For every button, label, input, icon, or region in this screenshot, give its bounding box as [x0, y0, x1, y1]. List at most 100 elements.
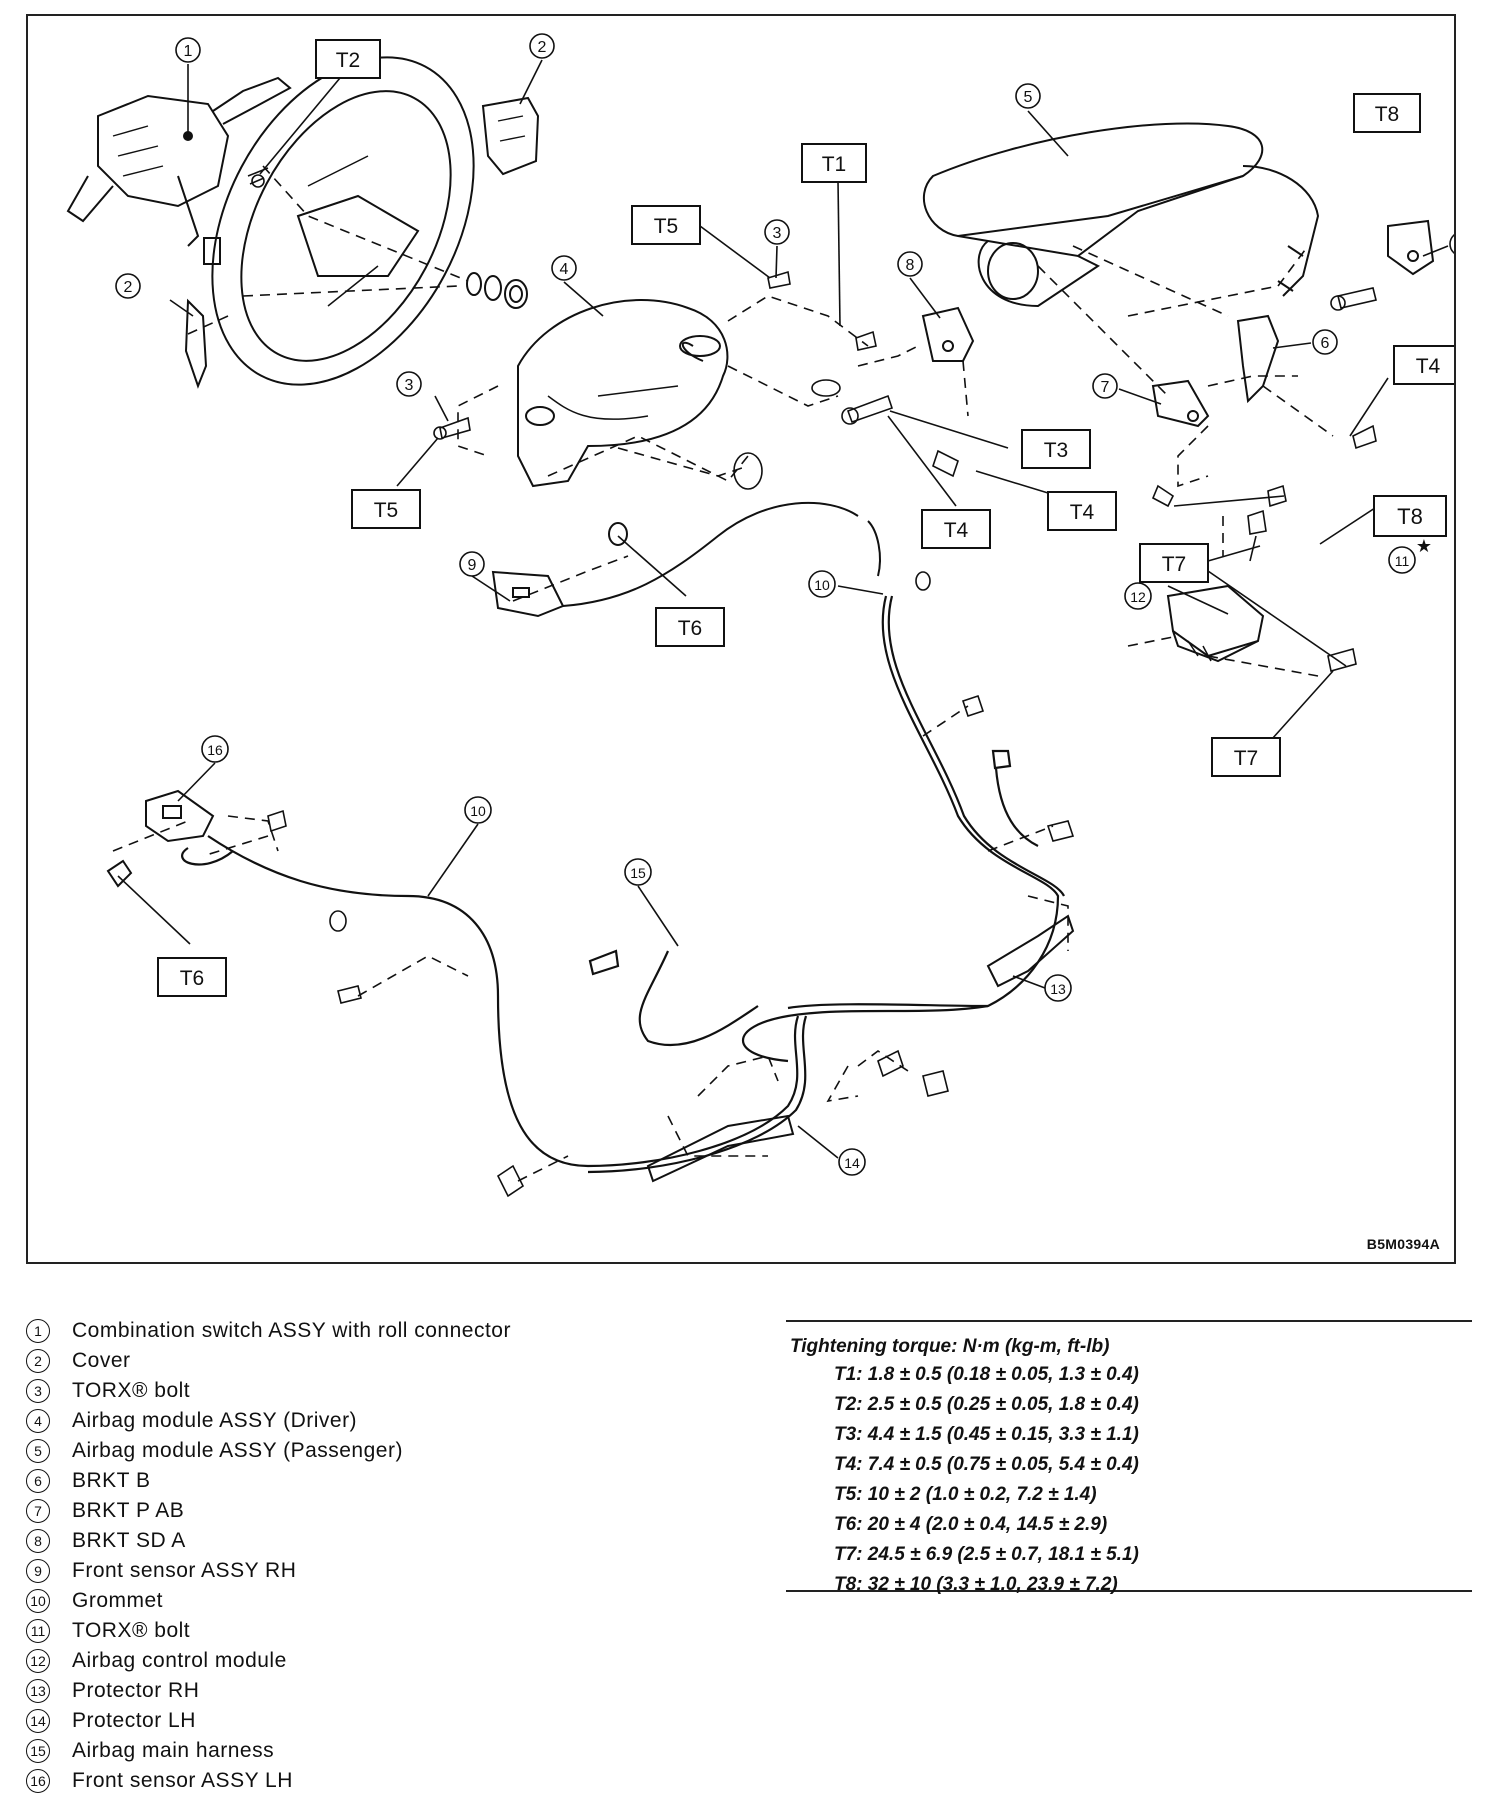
callout-7-middle: 7 [1101, 379, 1110, 396]
legend-number: 12 [26, 1649, 50, 1673]
front-sensor-lh-part [106, 789, 215, 888]
torque-row: T3: 4.4 ± 1.5 (0.45 ± 0.15, 3.3 ± 1.1) [834, 1424, 1139, 1445]
brkt-p-ab-part-right [1387, 219, 1435, 276]
tbox-t7-top: T7 [1162, 553, 1187, 576]
legend-number: 9 [26, 1559, 50, 1583]
legend-item: 14 Protector LH [26, 1706, 746, 1736]
legend-item: 11 TORX® bolt [26, 1616, 746, 1646]
callout-11-star: ★ [1416, 536, 1432, 556]
legend-number: 6 [26, 1469, 50, 1493]
tbox-t8-top: T8 [1375, 103, 1400, 126]
protector-lh-part [646, 1114, 795, 1183]
callout-14: 14 [844, 1155, 860, 1171]
callout-6: 6 [1321, 335, 1330, 352]
legend-text: Protector LH [72, 1709, 196, 1732]
legend-item: 13 Protector RH [26, 1676, 746, 1706]
torque-title: Tightening torque: N·m (kg-m, ft-lb) [790, 1336, 1110, 1357]
legend-text: Cover [72, 1349, 131, 1372]
legend-text: BRKT SD A [72, 1529, 186, 1552]
callout-3-top: 3 [773, 225, 782, 242]
legend-text: TORX® bolt [72, 1619, 191, 1642]
legend-item: 6 BRKT B [26, 1466, 746, 1496]
legend-text: Front sensor ASSY LH [72, 1769, 293, 1792]
torque-row: T7: 24.5 ± 6.9 (2.5 ± 0.7, 18.1 ± 5.1) [834, 1544, 1139, 1565]
legend-number: 15 [26, 1739, 50, 1763]
passenger-airbag-module-part [922, 122, 1320, 308]
driver-airbag-module-part [517, 299, 729, 488]
legend-item: 15 Airbag main harness [26, 1736, 746, 1766]
legend-text: Grommet [72, 1589, 164, 1612]
cover-part-lower [184, 298, 208, 389]
callout-9: 9 [468, 557, 477, 574]
legend-number: 10 [26, 1589, 50, 1613]
steering-wheel-part [211, 56, 528, 386]
legend-text: BRKT B [72, 1469, 151, 1492]
callout-10-top: 10 [814, 577, 830, 593]
tbox-t6-lower: T6 [180, 967, 205, 990]
tbox-t6-top: T6 [678, 617, 703, 640]
tbox-t5-top: T5 [654, 215, 679, 238]
legend-number: 3 [26, 1379, 50, 1403]
leader-lines [117, 59, 1449, 1159]
torque-row: T1: 1.8 ± 0.5 (0.18 ± 0.05, 1.3 ± 0.4) [834, 1364, 1139, 1385]
legend-number: 8 [26, 1529, 50, 1553]
callout-10-lower: 10 [470, 803, 486, 819]
torque-box-labels: T2 T1 T5 T8 T4 T3 T5 T4 T4 T8 T7 T6 T7 T… [157, 39, 1454, 997]
fasteners [247, 167, 1377, 1198]
legend-text: Airbag main harness [72, 1739, 275, 1762]
legend-number: 13 [26, 1679, 50, 1703]
legend-item: 9 Front sensor ASSY RH [26, 1556, 746, 1586]
front-sensor-rh-part [491, 501, 881, 618]
tbox-t3: T3 [1044, 439, 1069, 462]
torque-row: T4: 7.4 ± 0.5 (0.75 ± 0.05, 5.4 ± 0.4) [834, 1454, 1139, 1475]
tbox-t7-lower: T7 [1234, 747, 1259, 770]
legend-number: 2 [26, 1349, 50, 1373]
legend-number: 5 [26, 1439, 50, 1463]
callout-13: 13 [1050, 981, 1066, 997]
legend-number: 11 [26, 1619, 50, 1643]
callout-2-top: 2 [538, 39, 547, 56]
diagram-drawing: T2 T1 T5 T8 T4 T3 T5 T4 T4 T8 T7 T6 T7 T… [66, 33, 1454, 1198]
legend-item: 3 TORX® bolt [26, 1376, 746, 1406]
airbag-control-module-part [1166, 584, 1265, 663]
exploded-diagram: T2 T1 T5 T8 T4 T3 T5 T4 T4 T8 T7 T6 T7 T… [26, 14, 1456, 1264]
callout-2-left: 2 [124, 279, 133, 296]
legend-text: Airbag control module [72, 1649, 287, 1672]
legend-text: TORX® bolt [72, 1379, 191, 1402]
legend-text: Combination switch ASSY with roll connec… [72, 1319, 511, 1342]
callout-3-left: 3 [405, 377, 414, 394]
tbox-t8-lower: T8 [1397, 504, 1423, 529]
callout-11: 11 [1395, 553, 1410, 569]
legend-text: Front sensor ASSY RH [72, 1559, 297, 1582]
torque-specifications: Tightening torque: N·m (kg-m, ft-lb) T1:… [786, 1320, 1472, 1595]
callout-8: 8 [906, 257, 915, 274]
tbox-t5-left: T5 [374, 499, 399, 522]
torque-row: T6: 20 ± 4 (2.0 ± 0.4, 14.5 ± 2.9) [834, 1514, 1108, 1535]
callout-12: 12 [1130, 589, 1146, 605]
legend-text: Airbag module ASSY (Passenger) [72, 1439, 403, 1462]
protector-rh-part [986, 914, 1075, 988]
brkt-sd-a-part [921, 306, 975, 362]
callout-4: 4 [560, 261, 569, 278]
cover-part-upper [481, 96, 540, 176]
torque-row: T8: 32 ± 10 (3.3 ± 1.0, 23.9 ± 7.2) [834, 1574, 1118, 1595]
callout-1: 1 [184, 43, 193, 60]
combination-switch-part [66, 76, 292, 265]
legend-text: Airbag module ASSY (Driver) [72, 1409, 358, 1432]
tbox-t1: T1 [822, 153, 847, 176]
torque-row: T5: 10 ± 2 (1.0 ± 0.2, 7.2 ± 1.4) [834, 1484, 1097, 1505]
tbox-t4-right: T4 [1416, 355, 1441, 378]
callout-5: 5 [1024, 89, 1033, 106]
legend-text: Protector RH [72, 1679, 200, 1702]
part-callouts: 1 2 2 3 3 4 5 6 7 7 8 9 10 10 11 ★ 12 13… [115, 33, 1454, 1176]
harness-part [181, 595, 1065, 1174]
legend-number: 7 [26, 1499, 50, 1523]
tbox-t4-middle: T4 [944, 519, 969, 542]
tbox-t2-left: T2 [336, 49, 361, 72]
legend-number: 14 [26, 1709, 50, 1733]
